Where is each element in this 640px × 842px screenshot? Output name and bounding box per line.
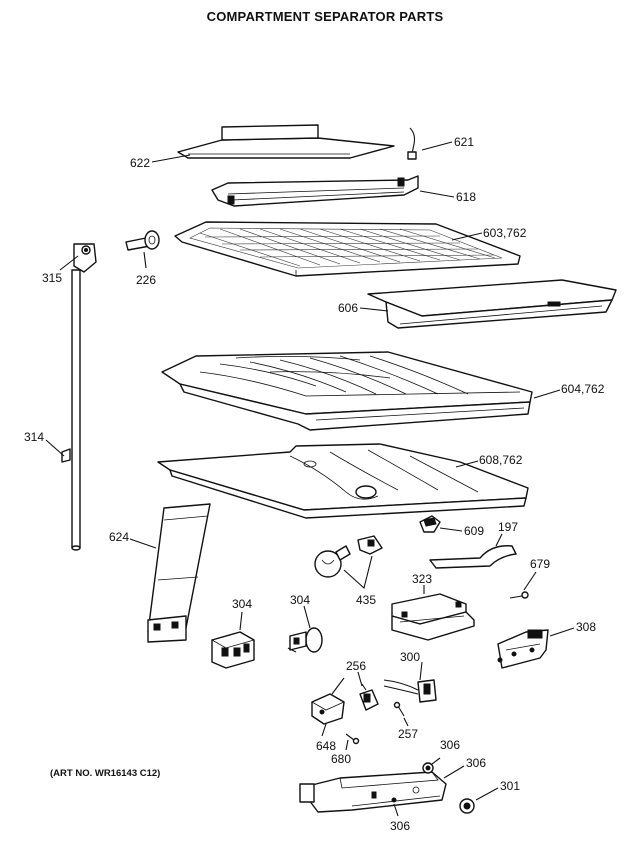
leader-256 <box>357 671 363 687</box>
label-606: 606 <box>338 301 358 315</box>
label-306b: 306 <box>466 756 486 770</box>
part-621-wire <box>407 127 417 160</box>
part-604-tray <box>161 351 533 431</box>
leader-603 <box>451 232 483 241</box>
label-301: 301 <box>500 779 520 793</box>
diagram-title: COMPARTMENT SEPARATOR PARTS <box>207 9 444 24</box>
leader-300 <box>419 661 423 681</box>
part-680-screw <box>345 733 360 745</box>
leader-622 <box>151 154 191 163</box>
label-621: 621 <box>454 135 474 149</box>
leader-257 <box>403 717 409 727</box>
leader-618 <box>419 190 455 198</box>
part-622-cover <box>177 124 395 159</box>
label-300: 300 <box>400 650 420 664</box>
leader-306c <box>393 803 399 817</box>
part-306-bracket <box>299 762 447 813</box>
part-257-screw <box>393 701 405 717</box>
label-435: 435 <box>356 593 376 607</box>
label-257: 257 <box>398 727 418 741</box>
leader-306b <box>443 765 465 779</box>
leader-624 <box>129 538 157 549</box>
label-609: 609 <box>464 524 484 538</box>
label-308: 308 <box>576 620 596 634</box>
part-300-harness <box>383 679 437 703</box>
label-618: 618 <box>456 190 476 204</box>
leader-314 <box>45 439 65 457</box>
part-603-shelf <box>174 221 521 277</box>
leader-435 <box>343 555 373 590</box>
art-number: (ART NO. WR16143 C12) <box>50 768 160 779</box>
label-604: 604,762 <box>561 382 605 396</box>
part-624-strip <box>147 503 211 643</box>
label-680: 680 <box>331 752 351 766</box>
part-197-strip <box>429 545 517 569</box>
label-306c: 306 <box>390 819 410 833</box>
label-314: 314 <box>24 430 44 444</box>
part-679-screw <box>509 591 529 599</box>
part-304-housing <box>210 631 256 669</box>
part-435-bulb <box>314 535 383 578</box>
label-679: 679 <box>530 557 550 571</box>
label-323: 323 <box>412 572 432 586</box>
leader-606 <box>359 307 389 312</box>
label-304b: 304 <box>290 593 310 607</box>
leader-604 <box>533 389 561 399</box>
leader-308 <box>549 627 575 637</box>
leader-648 <box>321 723 327 737</box>
part-606-front <box>367 279 617 329</box>
leader-315 <box>59 255 79 271</box>
part-609-clip <box>419 515 441 533</box>
label-624: 624 <box>109 530 129 544</box>
leader-609 <box>439 527 463 532</box>
part-648-relay <box>311 677 345 725</box>
leader-226 <box>143 251 147 269</box>
label-648: 648 <box>316 739 336 753</box>
part-226-knob <box>125 230 160 251</box>
leader-608 <box>455 460 479 468</box>
part-301-knob <box>459 798 475 814</box>
leader-304a <box>239 611 243 631</box>
label-315: 315 <box>42 271 62 285</box>
part-304-knob <box>287 627 323 653</box>
label-603: 603,762 <box>483 226 527 240</box>
leader-306a <box>431 757 441 765</box>
leader-301 <box>475 787 499 801</box>
leader-621 <box>421 141 453 151</box>
label-197: 197 <box>498 520 518 534</box>
label-306a: 306 <box>440 738 460 752</box>
part-618-rail <box>211 175 419 207</box>
leader-679 <box>523 571 537 591</box>
label-608: 608,762 <box>479 453 523 467</box>
label-622: 622 <box>130 156 150 170</box>
part-315-314-rod <box>61 243 97 551</box>
part-608-pan <box>157 443 529 519</box>
label-256: 256 <box>346 659 366 673</box>
leader-304b <box>303 605 311 629</box>
label-226: 226 <box>136 273 156 287</box>
part-256-switch <box>359 683 379 711</box>
leader-680 <box>345 739 349 751</box>
leader-197 <box>495 533 503 547</box>
label-304a: 304 <box>232 597 252 611</box>
part-308-plate <box>497 629 549 669</box>
part-323-bracket <box>391 593 475 641</box>
